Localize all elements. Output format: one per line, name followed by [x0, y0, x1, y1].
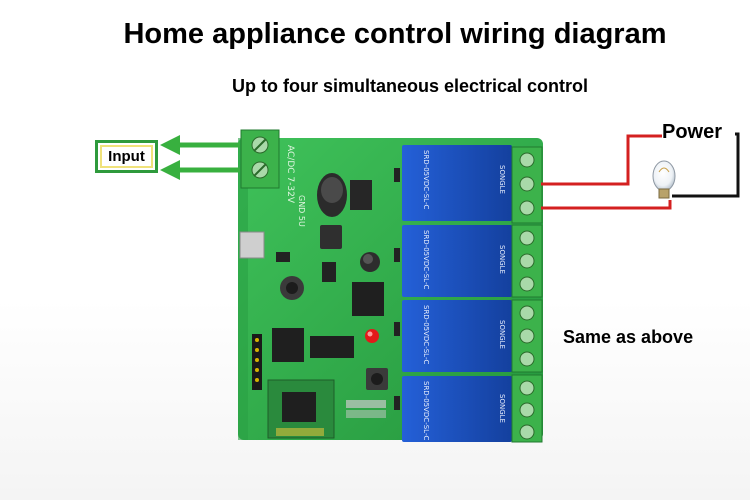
inductor: [320, 225, 342, 249]
transistor: [322, 262, 336, 282]
svg-text:SONGLE: SONGLE: [498, 394, 506, 423]
power-terminal-block: [240, 129, 280, 189]
power-label: Power: [662, 121, 723, 143]
power-wire-red: [541, 134, 672, 210]
input-label-box: Input: [95, 140, 158, 173]
regulator-chip: [350, 180, 372, 210]
svg-text:SRD-05VDC-SL-C: SRD-05VDC-SL-C: [422, 305, 430, 364]
ic-chip-1: [352, 282, 384, 316]
small-capacitor: [360, 252, 380, 272]
relay-4: SRD-05VDC-SL-C SONGLE: [402, 376, 512, 442]
diagram-title: Home appliance control wiring diagram: [123, 18, 667, 50]
input-label: Input: [108, 148, 145, 165]
diagram-subtitle: Up to four simultaneous electrical contr…: [231, 76, 589, 96]
power-terminal-label: AC/DC 7-32V: [285, 145, 295, 204]
relay-2: SRD-05VDC-SL-C SONGLE: [402, 225, 512, 297]
ic-chip-3: [310, 336, 354, 358]
arrow-left-icon: [160, 135, 240, 155]
pcb-left-edge: [238, 138, 248, 440]
relay-board: AC/DC 7-32V GND 5U: [238, 129, 543, 443]
relay-1: SRD-05VDC-SL-C SONGLE: [402, 145, 512, 221]
output-terminal-1: [511, 146, 543, 224]
svg-text:SONGLE: SONGLE: [498, 245, 506, 274]
smd-block: [276, 252, 290, 262]
pin-header: [252, 334, 262, 390]
output-terminal-3: [511, 299, 543, 373]
svg-text:SRD-05VDC-SL-C: SRD-05VDC-SL-C: [422, 381, 430, 440]
svg-text:SRD-05VDC-SL-C: SRD-05VDC-SL-C: [422, 150, 430, 209]
power-wire-black: [672, 132, 740, 198]
svg-text:SONGLE: SONGLE: [498, 320, 506, 349]
wifi-module: [267, 379, 335, 439]
relay-3: SRD-05VDC-SL-C SONGLE: [402, 300, 512, 372]
arrow-left-icon: [160, 160, 240, 180]
same-as-above-label: Same as above: [563, 327, 694, 347]
ic-chip-2: [272, 328, 304, 362]
electrolytic-capacitor: [317, 173, 347, 217]
bulb-icon: [652, 160, 676, 199]
output-terminal-4: [511, 374, 543, 443]
svg-text:SONGLE: SONGLE: [498, 165, 506, 194]
gnd-label: GND 5U: [297, 195, 306, 227]
output-terminal-2: [511, 224, 543, 298]
usb-port: [239, 231, 265, 259]
svg-text:SRD-05VDC-SL-C: SRD-05VDC-SL-C: [422, 230, 430, 289]
status-led: [365, 329, 379, 343]
